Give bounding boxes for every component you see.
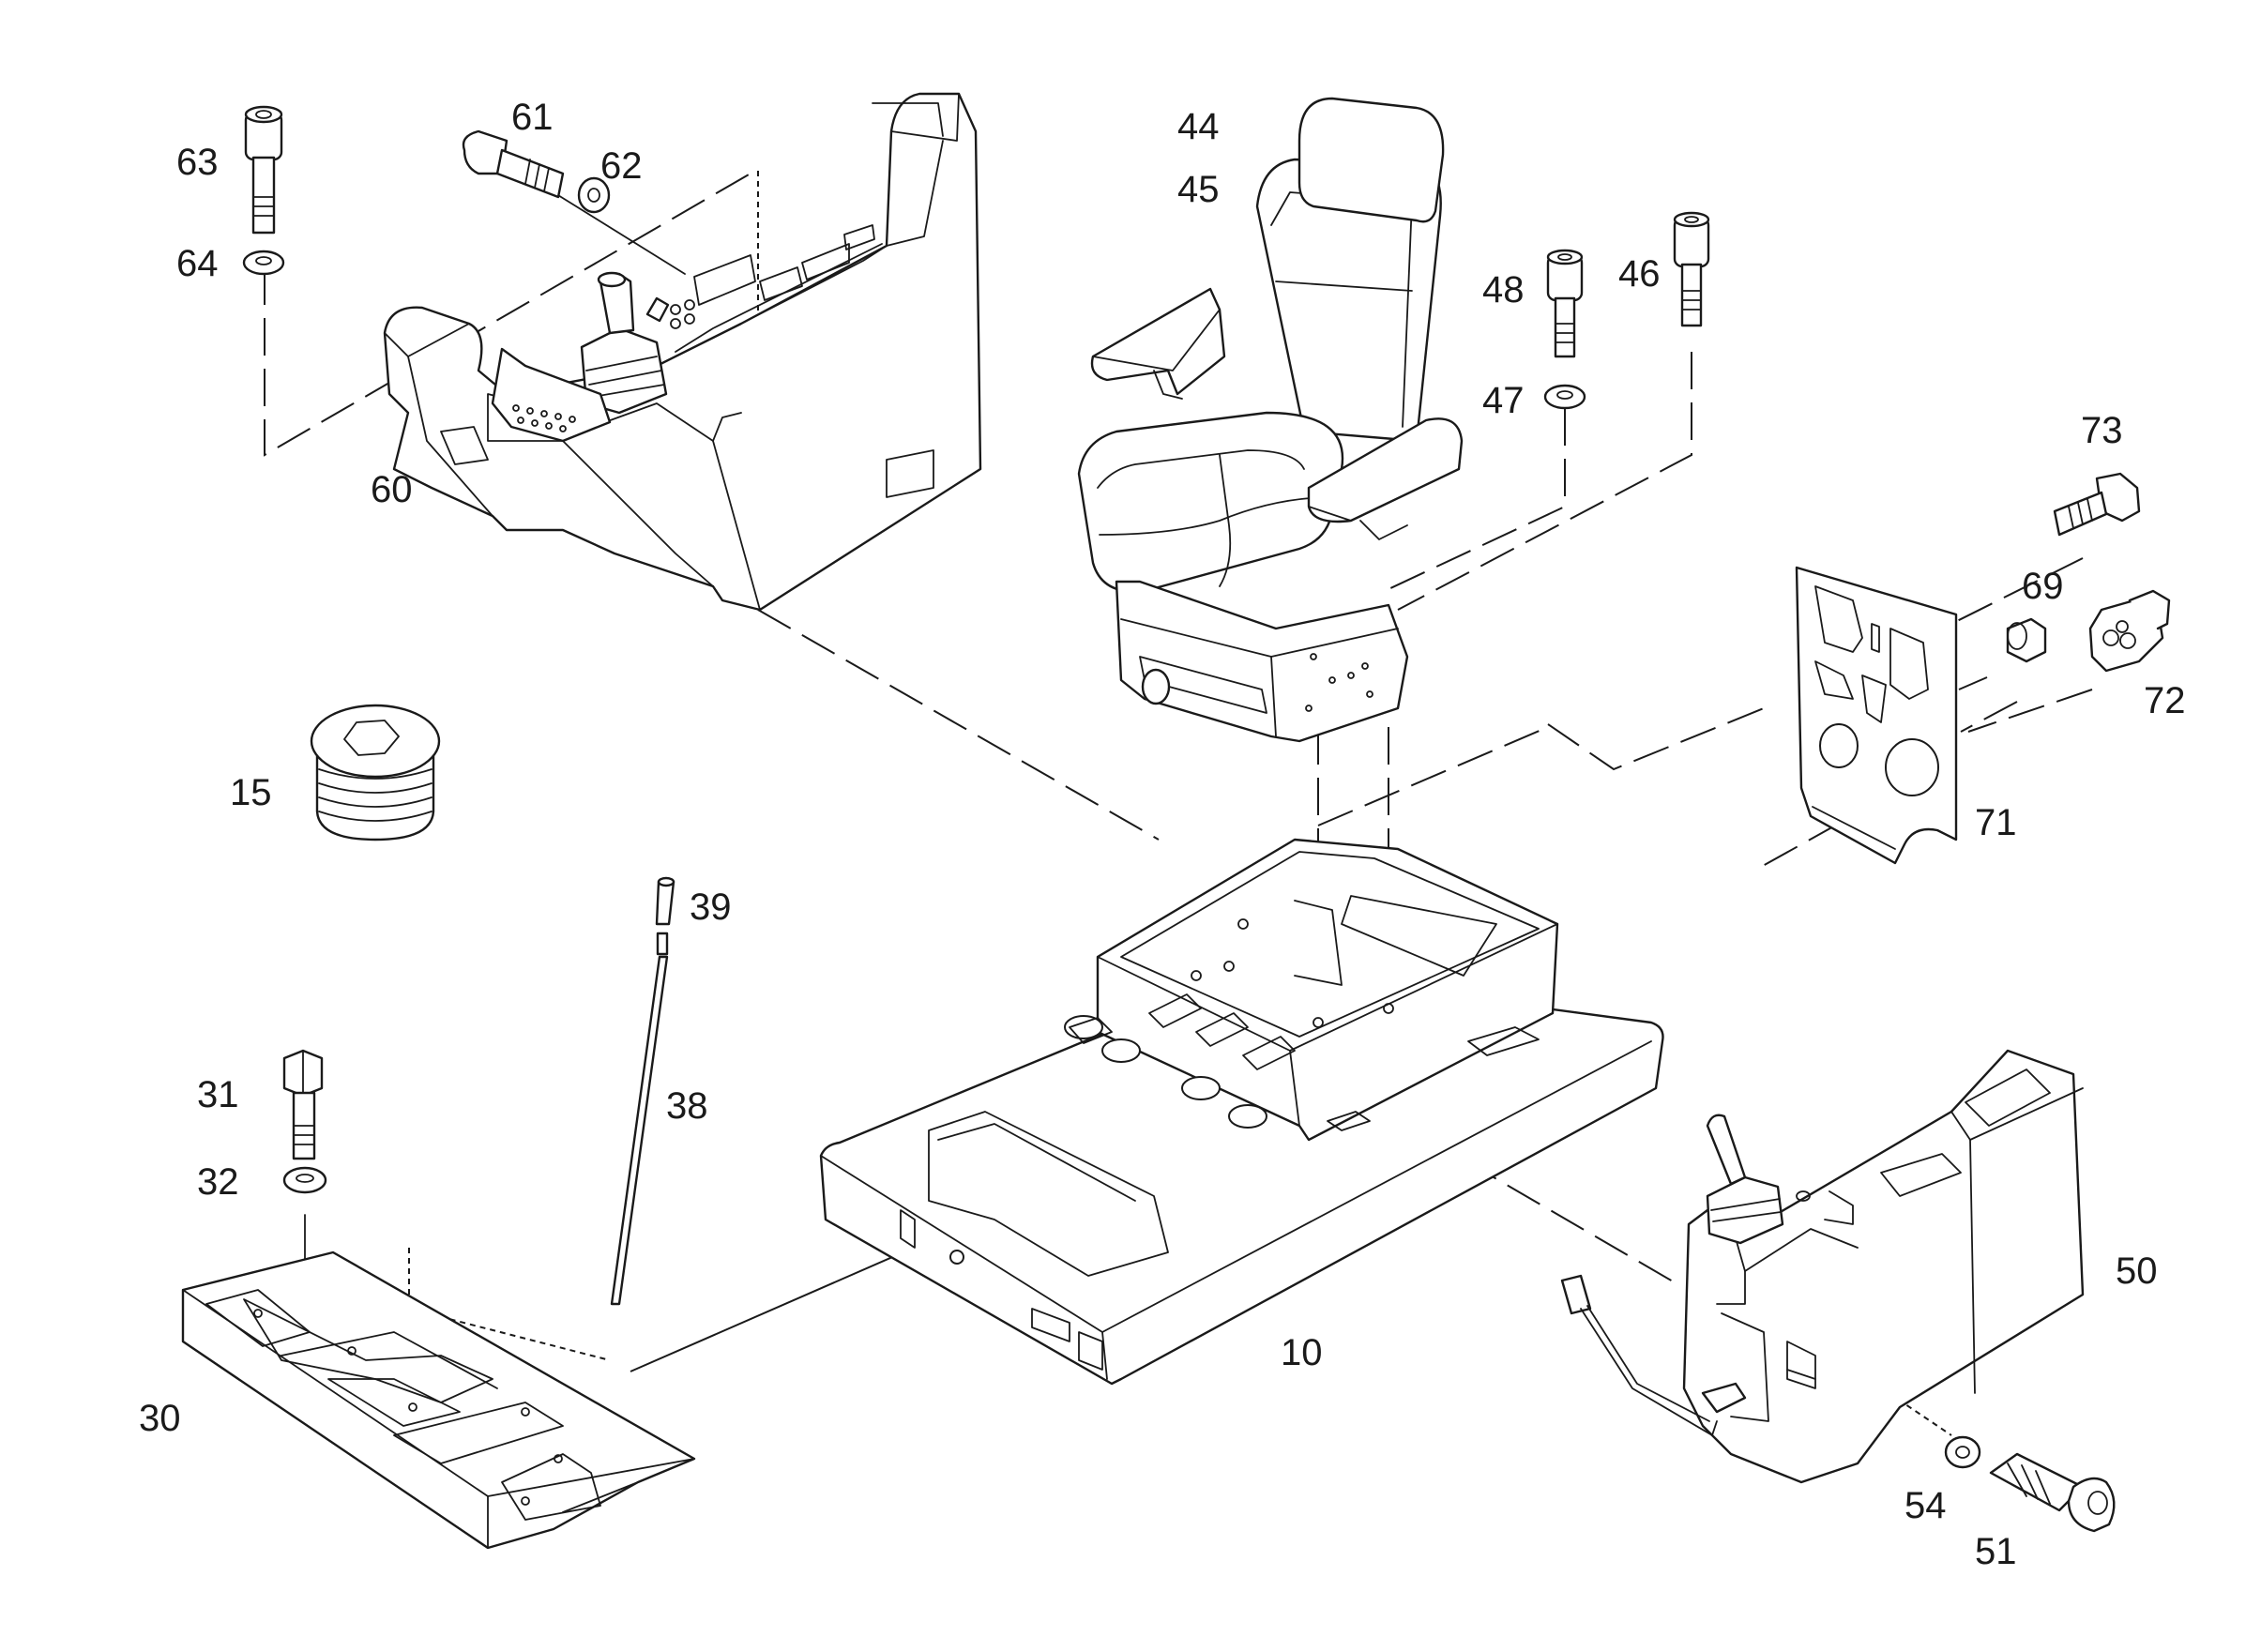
floor-plate-30 [181, 1250, 696, 1550]
knob-39 [655, 876, 675, 956]
label-63: 63 [176, 142, 219, 183]
label-69: 69 [2022, 566, 2064, 607]
label-46: 46 [1618, 253, 1661, 295]
label-45: 45 [1177, 169, 1220, 210]
left-console [383, 92, 982, 612]
connector-72 [2088, 589, 2171, 673]
label-72: 72 [2144, 680, 2186, 721]
label-54: 54 [1904, 1485, 1947, 1526]
bolt-73 [2053, 472, 2141, 537]
label-15: 15 [230, 772, 272, 813]
washer-47 [1543, 384, 1586, 410]
label-60: 60 [371, 469, 413, 510]
label-31: 31 [197, 1074, 239, 1115]
right-console-50 [1560, 1049, 2085, 1484]
label-64: 64 [176, 243, 219, 284]
part-number-labels: 63 64 61 62 60 44 45 48 46 47 73 69 72 7… [139, 97, 2186, 1572]
bolt-31 [282, 1049, 324, 1160]
rod-38 [610, 955, 669, 1306]
screw-51 [1989, 1452, 2116, 1533]
washer-62 [577, 176, 611, 214]
label-47: 47 [1482, 380, 1525, 421]
label-51: 51 [1975, 1531, 2017, 1572]
washer-32 [282, 1166, 327, 1194]
operator-seat [1077, 97, 1464, 743]
label-32: 32 [197, 1161, 239, 1203]
label-38: 38 [666, 1085, 708, 1127]
label-71: 71 [1975, 802, 2017, 843]
label-30: 30 [139, 1398, 181, 1439]
label-48: 48 [1482, 269, 1525, 311]
screw-63 [244, 105, 283, 235]
mounting-plate-71 [1795, 566, 1958, 865]
washer-54 [1944, 1435, 1981, 1469]
label-61: 61 [511, 97, 554, 138]
bolt-61 [462, 129, 565, 199]
label-62: 62 [600, 145, 643, 187]
label-50: 50 [2116, 1250, 2158, 1292]
washer-64 [242, 250, 285, 276]
seat-base-10 [819, 838, 1664, 1386]
label-44: 44 [1177, 106, 1220, 147]
screw-48 [1546, 249, 1584, 358]
label-73: 73 [2081, 410, 2123, 451]
plug-15 [310, 704, 441, 841]
screw-46 [1673, 211, 1710, 327]
label-10: 10 [1281, 1332, 1323, 1373]
label-39: 39 [690, 887, 732, 928]
plug-69 [2006, 617, 2047, 663]
